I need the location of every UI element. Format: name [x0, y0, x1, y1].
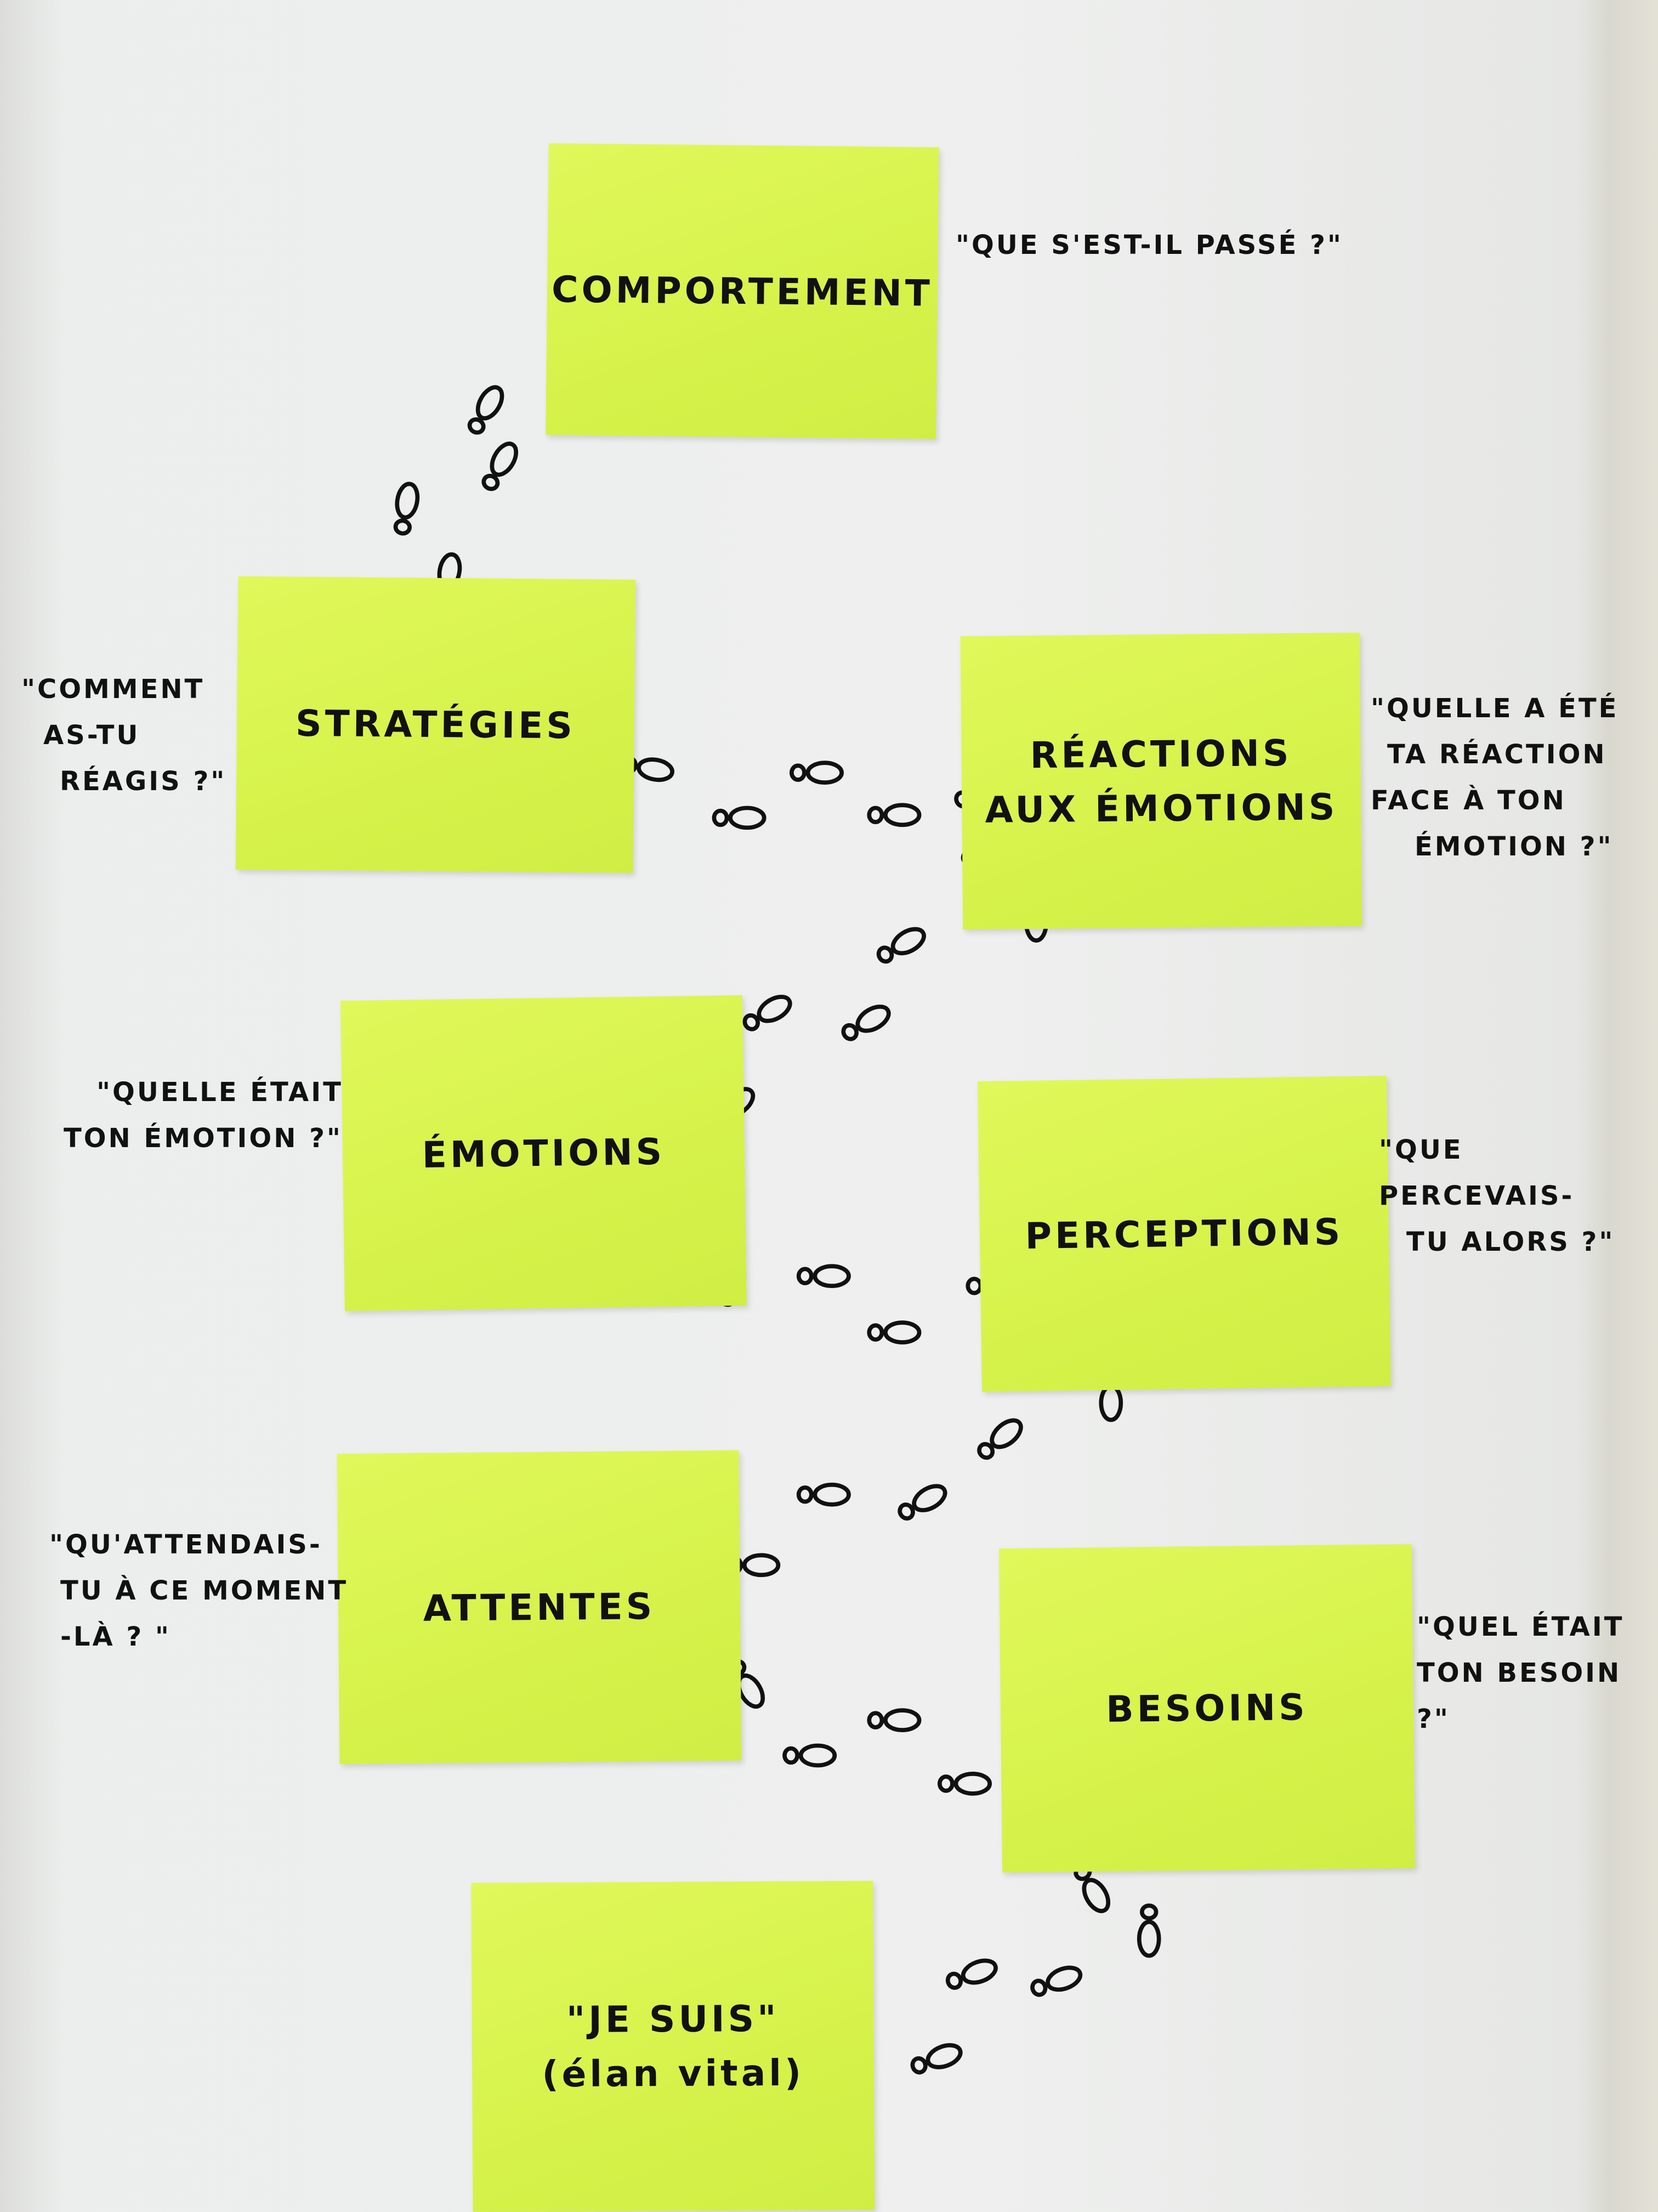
footprint-icon: [782, 1743, 837, 1768]
note-label: Comportement: [551, 268, 934, 315]
sticky-note-je-suis: "Je suis" (élan vital): [471, 1881, 875, 2212]
sticky-note-emotions: Émotions: [340, 995, 747, 1312]
note-label: (élan vital): [542, 2051, 805, 2096]
footprint-icon: [867, 803, 922, 827]
footprint-icon: [467, 385, 504, 435]
note-label: Perceptions: [1025, 1210, 1344, 1257]
sticky-note-perceptions: Perceptions: [978, 1075, 1391, 1392]
note-label: "Je suis": [566, 1997, 780, 2041]
note-label: Besoins: [1105, 1686, 1309, 1731]
note-label: Stratégies: [295, 702, 576, 747]
note-label: Réactions: [1030, 731, 1292, 776]
footprint-icon: [481, 441, 519, 491]
quote-line: tu à ce moment: [60, 1575, 349, 1606]
footprint-icon: [796, 1264, 851, 1288]
sticky-note-besoins: Besoins: [998, 1544, 1416, 1873]
note-label: Attentes: [423, 1585, 656, 1630]
quote-line: ton besoin ?": [1417, 1658, 1622, 1734]
footprint-icon: [742, 995, 792, 1031]
quote-strategies: "Comment as-tu réagis ?": [21, 666, 226, 804]
quote-line: "Quelle a été: [1371, 693, 1619, 724]
footprint-icon: [393, 481, 420, 536]
footprint-icon: [867, 1708, 922, 1732]
quote-reactions: "Quelle a été ta réaction face à ton émo…: [1371, 685, 1619, 870]
quote-line: émotion ?": [1415, 831, 1614, 862]
quote-perceptions: "Que percevais- tu alors ?": [1379, 1127, 1658, 1265]
footprint-icon: [790, 761, 844, 785]
footprint-icon: [1137, 1903, 1161, 1958]
quote-attentes: "Qu'attendais- tu à ce moment -là ? ": [49, 1522, 348, 1660]
quote-line: réagis ?": [60, 766, 227, 797]
quote-besoins: "Quel était ton besoin ?": [1417, 1604, 1658, 1742]
quote-line: ta réaction: [1387, 739, 1607, 770]
footprint-icon: [796, 1482, 851, 1507]
sticky-note-attentes: Attentes: [337, 1450, 742, 1765]
footprint-icon: [898, 1484, 947, 1521]
quote-line: "Que percevais-: [1379, 1135, 1575, 1211]
sticky-note-comportement: Comportement: [546, 143, 939, 439]
quote-line: "Quelle était: [96, 1077, 343, 1108]
quote-line: tu alors ?": [1406, 1227, 1615, 1257]
footprint-icon: [867, 1320, 922, 1345]
quote-line: face à ton: [1371, 785, 1566, 816]
quote-line: "Qu'attendais-: [49, 1529, 322, 1560]
footprint-icon: [1030, 1965, 1083, 1997]
footprint-icon: [938, 1772, 992, 1796]
footprint-icon: [876, 927, 926, 964]
sticky-note-strategies: Stratégies: [235, 576, 636, 874]
footprint-icon: [977, 1418, 1023, 1460]
quote-emotions: "Quelle était ton émotion ?": [64, 1069, 343, 1161]
quote-line: -là ? ": [60, 1621, 171, 1652]
note-label: aux émotions: [985, 785, 1338, 831]
quote-line: as-tu: [43, 720, 140, 751]
footprint-icon: [945, 1958, 998, 1990]
quote-comportement: "Que s'est-il passé ?": [956, 222, 1343, 268]
quote-line: "Que s'est-il passé ?": [956, 230, 1343, 260]
quote-line: "Comment: [21, 674, 205, 705]
quote-line: "Quel était: [1417, 1612, 1625, 1642]
footprint-icon: [712, 806, 766, 830]
footprint-icon: [910, 2043, 963, 2075]
note-label: Émotions: [422, 1130, 666, 1176]
sticky-note-reactions: Réactions aux émotions: [960, 632, 1362, 930]
quote-line: ton émotion ?": [64, 1123, 343, 1154]
footprint-icon: [841, 1005, 891, 1041]
